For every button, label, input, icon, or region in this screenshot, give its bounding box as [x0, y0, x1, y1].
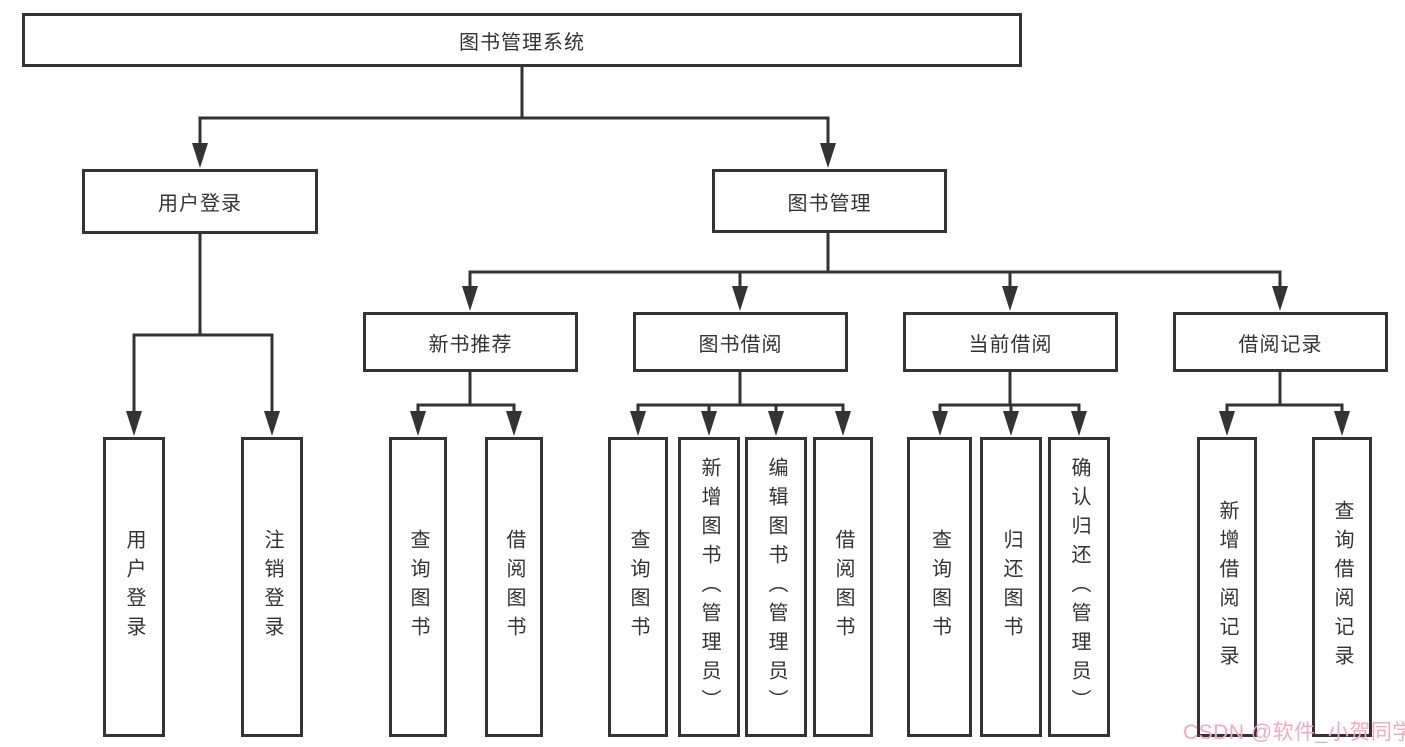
- connector-book-management-to-level3: [468, 233, 1282, 290]
- arrow-down-icon: [701, 411, 717, 436]
- node-current-borrowing: 当前借阅: [903, 312, 1118, 372]
- leaf-user-login: 用户登录: [103, 437, 165, 737]
- leaf-label: 用户登录: [123, 529, 145, 645]
- leaf-query-books-current: 查询图书: [907, 437, 972, 737]
- leaf-label: 借阅图书: [832, 529, 854, 645]
- arrow-down-icon: [506, 411, 522, 436]
- arrow-down-icon: [410, 411, 426, 436]
- arrow-down-icon: [1334, 411, 1350, 436]
- leaf-query-borrow-record: 查询借阅记录: [1312, 437, 1372, 737]
- node-label: 图书借阅: [698, 333, 783, 356]
- node-new-book-recommendation: 新书推荐: [363, 312, 578, 372]
- node-label: 图书管理: [787, 192, 872, 215]
- leaf-edit-books-admin: 编辑图书（管理员）: [745, 437, 807, 737]
- leaf-label: 查询图书: [407, 529, 429, 645]
- node-label: 当前借阅: [968, 333, 1053, 356]
- node-label: 借阅记录: [1238, 333, 1323, 356]
- leaf-borrow-books-recommendation: 借阅图书: [485, 437, 543, 737]
- leaf-query-books-borrowing: 查询图书: [608, 437, 668, 737]
- leaf-label: 注销登录: [261, 529, 283, 645]
- arrow-down-icon: [768, 411, 784, 436]
- arrow-down-icon: [126, 411, 142, 436]
- leaf-label: 查询借阅记录: [1331, 500, 1353, 674]
- leaf-borrow-books-borrowing: 借阅图书: [813, 437, 873, 737]
- arrow-down-icon: [264, 411, 280, 436]
- arrow-down-icon: [1071, 411, 1087, 436]
- leaf-confirm-return-admin: 确认归还（管理员）: [1048, 437, 1110, 737]
- leaf-label: 查询图书: [928, 529, 951, 645]
- connector-borrowing-records-to-leaves: [1225, 372, 1344, 414]
- connector-book-borrowing-to-leaves: [636, 372, 845, 414]
- arrow-down-icon: [732, 286, 748, 311]
- leaf-label: 确认归还（管理员）: [1068, 456, 1090, 718]
- node-library-management-system: 图书管理系统: [22, 13, 1022, 67]
- node-user-login: 用户登录: [82, 169, 318, 234]
- node-label: 图书管理系统: [459, 31, 585, 54]
- leaf-query-books-recommendation: 查询图书: [389, 437, 447, 737]
- connector-root-to-level2: [198, 67, 830, 148]
- arrow-down-icon: [1002, 286, 1018, 311]
- connector-current-borrowing-to-leaves: [938, 372, 1081, 414]
- connector-new-book-recommendation-to-leaves: [416, 372, 516, 414]
- leaf-add-borrow-record: 新增借阅记录: [1197, 437, 1257, 737]
- node-book-management: 图书管理: [712, 169, 947, 233]
- node-label: 用户登录: [158, 193, 242, 215]
- arrow-down-icon: [835, 411, 851, 436]
- leaf-label: 借阅图书: [503, 529, 525, 645]
- leaf-label: 查询图书: [627, 529, 649, 645]
- arrow-down-icon: [820, 143, 836, 168]
- arrow-down-icon: [192, 143, 208, 168]
- leaf-label: 归还图书: [1000, 529, 1022, 645]
- node-borrowing-records: 借阅记录: [1173, 312, 1388, 372]
- arrow-down-icon: [1272, 286, 1288, 311]
- arrow-down-icon: [630, 411, 646, 436]
- arrow-down-icon: [462, 286, 478, 311]
- leaf-logout: 注销登录: [241, 437, 303, 737]
- node-book-borrowing: 图书借阅: [633, 312, 848, 372]
- csdn-watermark: CSDN @软件_小贺同学: [1183, 721, 1405, 744]
- leaf-label: 新增借阅记录: [1216, 500, 1238, 674]
- leaf-return-books: 归还图书: [980, 437, 1042, 737]
- leaf-label: 编辑图书（管理员）: [765, 456, 787, 718]
- arrow-down-icon: [932, 411, 948, 436]
- leaf-add-books-admin: 新增图书（管理员）: [678, 437, 740, 737]
- node-label: 新书推荐: [428, 333, 513, 356]
- connector-user-login-to-leaves: [132, 234, 274, 416]
- leaf-label: 新增图书（管理员）: [698, 456, 720, 718]
- arrow-down-icon: [1003, 411, 1019, 436]
- arrow-down-icon: [1219, 411, 1235, 436]
